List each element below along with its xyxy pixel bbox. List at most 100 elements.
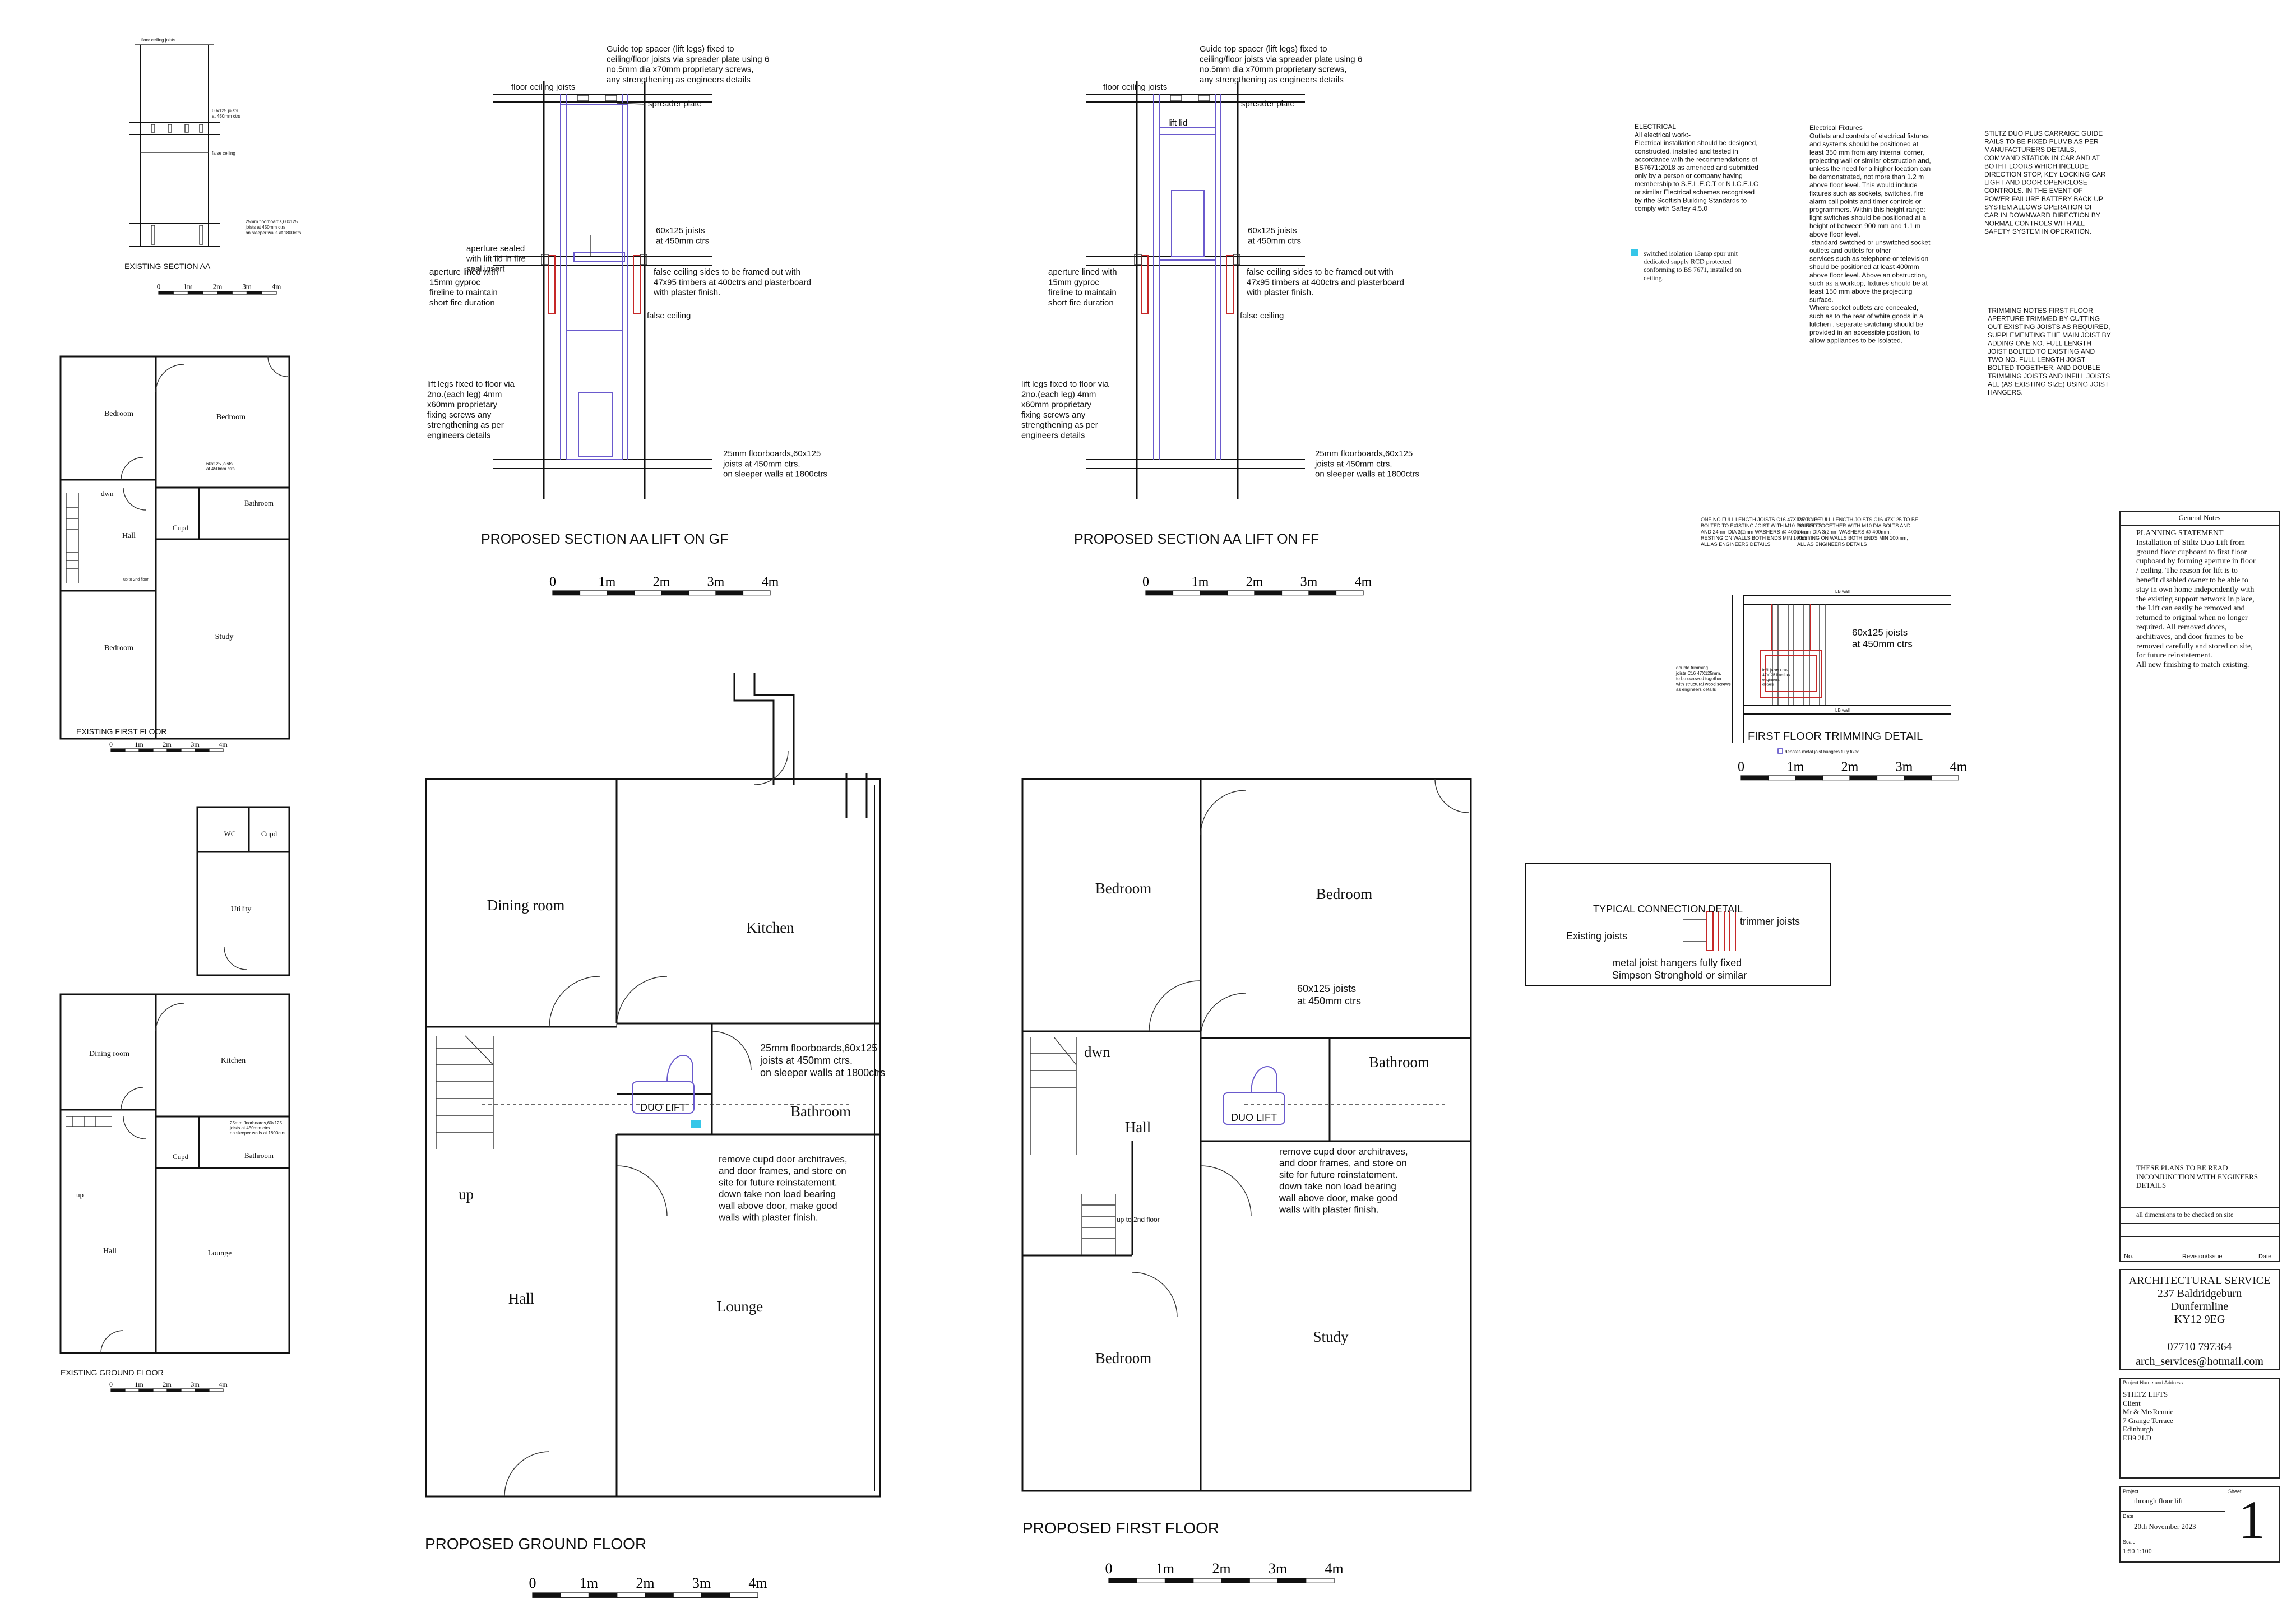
date-value: 20th November 2023 — [2134, 1522, 2196, 1531]
pf-room-bed1: Bedroom — [1095, 880, 1152, 897]
scale-label: 2m — [1841, 760, 1859, 775]
scale-segment — [560, 1592, 590, 1598]
scale-segment — [1277, 1578, 1307, 1583]
pg-title: PROPOSED GROUND FLOOR — [425, 1535, 646, 1553]
eg-room-cupd-2: Cupd — [173, 1152, 189, 1161]
td-wall-top: LB wall — [1835, 589, 1850, 594]
ff-false-sides: false ceiling sides to be framed out wit… — [1246, 267, 1404, 298]
scale-segment — [1876, 775, 1905, 781]
scale-label: 0 — [1738, 760, 1744, 775]
scale-label: 1m — [1192, 575, 1209, 590]
scale-label: Scale — [2123, 1539, 2136, 1545]
scale-label: 0 — [529, 1575, 536, 1591]
pf-room-bed2: Bedroom — [1316, 886, 1373, 902]
scale-segment — [1308, 590, 1337, 596]
scale-segment — [158, 291, 174, 295]
scale-label: 4m — [1325, 1560, 1343, 1577]
scale-segment — [742, 590, 771, 596]
pf-room-bathroom: Bathroom — [1369, 1054, 1429, 1070]
practice-panel: ARCHITECTURAL SERVICE 237 Baldridgeburn … — [2119, 1269, 2280, 1370]
scale-label: 0 — [109, 740, 113, 748]
scale-label: 2m — [1212, 1560, 1230, 1577]
scale-segment — [246, 291, 262, 295]
scale-segment — [688, 590, 716, 596]
scale-label: 3m — [242, 282, 252, 290]
existing-ground-floor-plan: WC Cupd Utility Dining room Kitchen Cupd… — [59, 806, 290, 1377]
connection-detail — [1525, 863, 1831, 986]
scale-segment — [532, 1592, 561, 1598]
scale-segment — [1221, 1578, 1250, 1583]
scale-label: 0 — [109, 1380, 113, 1388]
ef-room-bedroom-1: Bedroom — [104, 410, 133, 418]
scale-label: 4m — [272, 282, 281, 290]
scale-label: 0 — [1105, 1560, 1113, 1577]
gf-spreader: spreader plate — [648, 99, 702, 109]
scale-label: 4m — [219, 1380, 228, 1388]
pf-stair-note: up to 2nd floor — [1117, 1216, 1160, 1224]
dimensions-note: all dimensions to be checked on site — [2136, 1211, 2234, 1218]
general-notes-panel: General Notes PLANNING STATEMENT Install… — [2119, 511, 2280, 1262]
pg-room-kitchen: Kitchen — [746, 919, 794, 936]
cd-trimmer: trimmer joists — [1740, 916, 1800, 927]
scale-label: 3m — [191, 740, 200, 748]
scale-segment — [617, 1592, 646, 1598]
eg-room-dining: Dining room — [89, 1050, 129, 1058]
scale-segment — [673, 1592, 702, 1598]
scale-label: 1m — [1156, 1560, 1174, 1577]
pg-room-lounge: Lounge — [717, 1298, 763, 1315]
general-notes-heading: General Notes — [2121, 513, 2279, 526]
ff-title: PROPOSED SECTION AA LIFT ON FF — [1074, 531, 1319, 547]
scale-segment — [187, 291, 203, 295]
scale-segment — [124, 748, 140, 752]
date-label: Date — [2123, 1513, 2134, 1519]
pf-lift-label: DUO LIFT — [1231, 1112, 1277, 1123]
scale-segment — [232, 291, 248, 295]
scale-label: 2m — [636, 1575, 654, 1591]
scale-segment — [1164, 1578, 1194, 1583]
read-with-note: THESE PLANS TO BE READ INCONJUNCTION WIT… — [2136, 1164, 2258, 1190]
project-label: Project — [2123, 1489, 2139, 1494]
scale-segment — [661, 590, 689, 596]
gf-false-ceiling: false ceiling — [647, 311, 691, 321]
planning-statement: PLANNING STATEMENT Installation of Stilt… — [2136, 529, 2256, 670]
project-address-label: Project Name and Address — [2123, 1380, 2183, 1385]
scale-segment — [1767, 775, 1796, 781]
td-title: FIRST FLOOR TRIMMING DETAIL — [1748, 730, 1923, 743]
td-right-note: TWO NO FULL LENGTH JOISTS C16 47X125 TO … — [1797, 517, 1918, 547]
eg-room-bathroom: Bathroom — [244, 1151, 274, 1160]
practice-phone: 07710 797364 — [2167, 1341, 2232, 1353]
scale-label: 3m — [1896, 760, 1913, 775]
eg-room-cupd: Cupd — [261, 829, 277, 838]
ef-stair-note: up to 2nd floor — [123, 578, 149, 582]
scale-segment — [1281, 590, 1309, 596]
revision-no: No. — [2124, 1253, 2134, 1260]
scale-label: 1m — [135, 1380, 144, 1388]
existing-aa-title: EXISTING SECTION AA — [124, 262, 211, 271]
project-address: STILTZ LIFTS Client Mr & MrsRennie 7 Gra… — [2123, 1390, 2174, 1442]
ff-floor-joists: floor ceiling joists — [1103, 82, 1167, 92]
scale-segment — [1136, 1578, 1166, 1583]
ef-room-study: Study — [215, 633, 234, 641]
scale-segment — [701, 1592, 730, 1598]
scale-segment — [1306, 1578, 1335, 1583]
scale-segment — [1108, 1578, 1137, 1583]
scale-segment — [180, 748, 196, 752]
scale-label: 3m — [692, 1575, 711, 1591]
